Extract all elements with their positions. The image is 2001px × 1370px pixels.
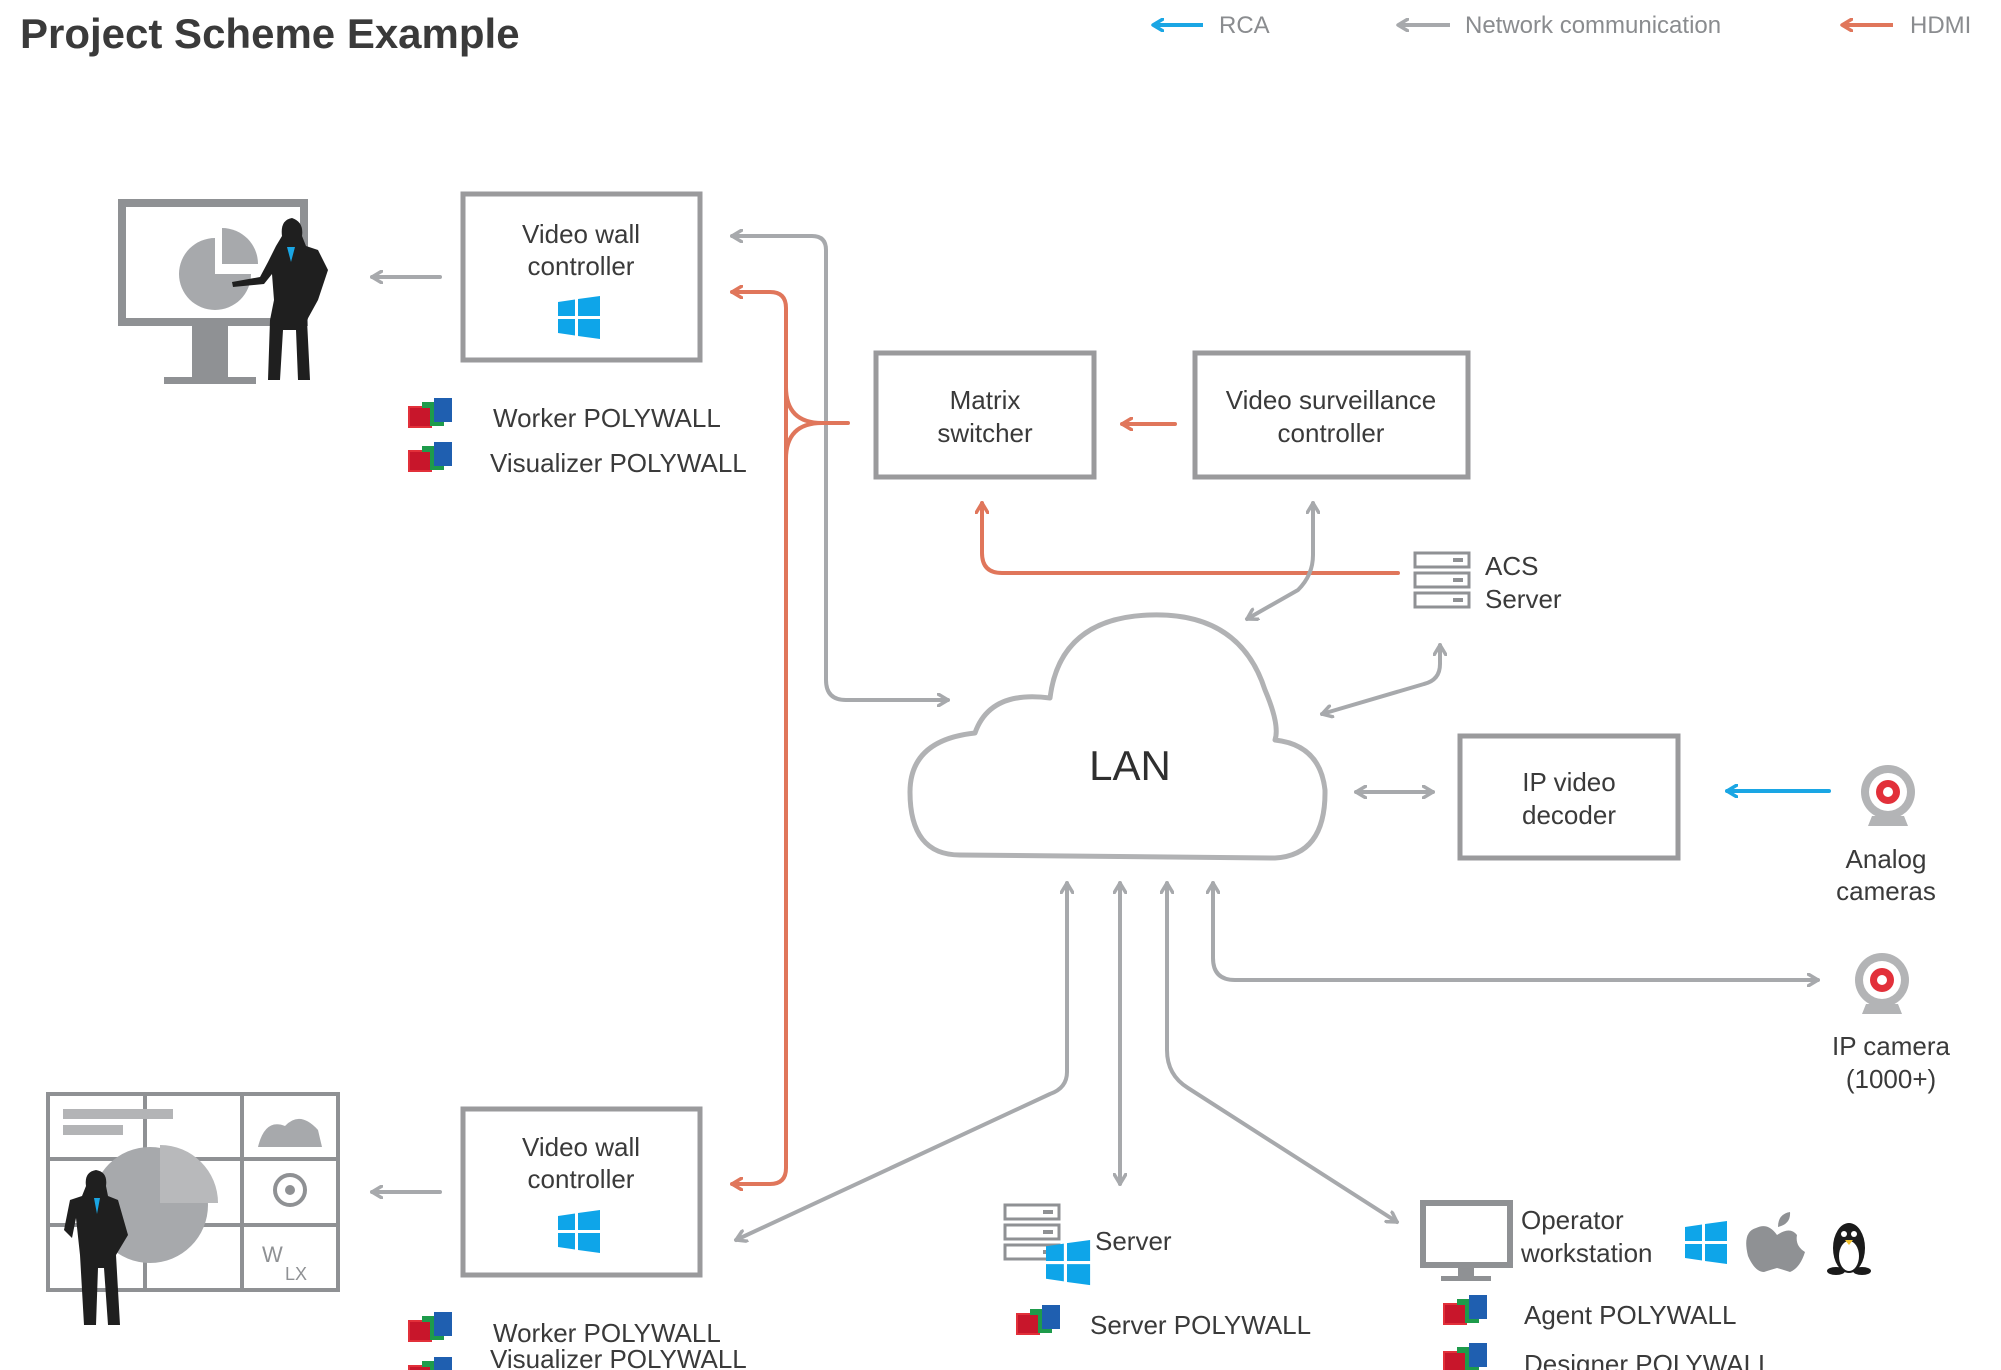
vwc-bottom-line2: controller: [528, 1164, 635, 1194]
product-item: Visualizer POLYWALL: [490, 1344, 747, 1370]
presenter-icon: [118, 199, 328, 384]
legend-hdmi-label: HDMI: [1910, 12, 1971, 39]
linux-icon: [1827, 1223, 1871, 1275]
polywall-logo-icon: [408, 398, 452, 428]
product-item: Agent POLYWALL: [1524, 1300, 1736, 1330]
ipcam-line1: IP camera: [1832, 1031, 1951, 1061]
link-hdmi-matrix: [784, 421, 850, 461]
product-item: Designer POLYWALL: [1524, 1349, 1773, 1370]
connectors: [370, 236, 1831, 1240]
operator-line1: Operator: [1521, 1205, 1624, 1235]
vwc-top-line1: Video wall: [522, 219, 640, 249]
link-acs-lan: [1320, 643, 1440, 714]
svg-text:W: W: [262, 1242, 283, 1267]
ip-video-decoder: IP video decoder: [1457, 733, 1681, 861]
product-item: Server POLYWALL: [1090, 1310, 1311, 1340]
svg-text:LX: LX: [285, 1264, 307, 1284]
video-wall-controller-top: Video wall controller: [460, 191, 703, 363]
legend-network-label: Network communication: [1465, 12, 1721, 39]
video-wall-icon: W LX: [46, 1092, 340, 1325]
products-operator: Agent POLYWALL Designer POLYWALL: [1443, 1295, 1773, 1370]
product-item: Worker POLYWALL: [493, 403, 721, 433]
acs-line2: Server: [1485, 584, 1562, 614]
polywall-logo-icon: [408, 1357, 452, 1370]
vwc-bottom-line1: Video wall: [522, 1132, 640, 1162]
operator-workstation: Operator workstation: [1420, 1200, 1871, 1281]
legend: RCA Network communication HDMI: [1153, 12, 1971, 39]
link-vwc-top-lan: [730, 236, 950, 700]
link-lan-vwc-bottom: [734, 881, 1067, 1240]
acs-server: ACS Server: [1413, 551, 1562, 614]
acs-line1: ACS: [1485, 551, 1538, 581]
ipdec-line2: decoder: [1522, 800, 1616, 830]
server-icon: [1413, 551, 1471, 609]
windows-icon: [1685, 1221, 1727, 1264]
analog-cameras: Analog cameras: [1836, 765, 1936, 906]
lan-label: LAN: [1089, 742, 1171, 789]
product-item: Worker POLYWALL: [493, 1318, 721, 1348]
products-server: Server POLYWALL: [1016, 1305, 1311, 1340]
vwc-top-line2: controller: [528, 251, 635, 281]
apple-icon: [1746, 1212, 1805, 1272]
matrix-line1: Matrix: [950, 385, 1021, 415]
products-bottom: Worker POLYWALL Visualizer POLYWALL: [408, 1312, 747, 1370]
matrix-switcher: Matrix switcher: [873, 350, 1097, 480]
page-title: Project Scheme Example: [20, 10, 520, 57]
link-acs-matrix: [982, 501, 1400, 575]
analog-line1: Analog: [1846, 844, 1927, 874]
polywall-logo-icon: [408, 1312, 452, 1342]
matrix-line2: switcher: [937, 418, 1033, 448]
link-lan-operator: [1167, 881, 1399, 1224]
video-surveillance-controller: Video surveillance controller: [1192, 350, 1471, 480]
ipcam-line2: (1000+): [1846, 1064, 1936, 1094]
server-node: Server: [1003, 1203, 1172, 1286]
legend-rca-label: RCA: [1219, 12, 1270, 39]
vsc-line1: Video surveillance: [1226, 385, 1437, 415]
analog-line2: cameras: [1836, 876, 1936, 906]
link-lan-ipcamera: [1213, 881, 1820, 980]
products-top: Worker POLYWALL Visualizer POLYWALL: [408, 398, 747, 478]
operator-line2: workstation: [1520, 1238, 1653, 1268]
polywall-logo-icon: [1016, 1305, 1060, 1335]
vsc-line2: controller: [1278, 418, 1385, 448]
camera-icon: [1855, 953, 1909, 1014]
link-vsc-lan: [1245, 501, 1313, 619]
polywall-logo-icon: [1443, 1295, 1487, 1325]
ipdec-line1: IP video: [1522, 767, 1615, 797]
monitor-icon: [1420, 1200, 1513, 1281]
lan-cloud: LAN: [907, 612, 1328, 861]
link-hdmi-trunk: [730, 292, 788, 1184]
windows-icon: [1046, 1239, 1091, 1286]
product-item: Visualizer POLYWALL: [490, 448, 747, 478]
ip-camera: IP camera (1000+): [1832, 953, 1951, 1094]
video-wall-controller-bottom: Video wall controller: [460, 1106, 703, 1278]
server-label: Server: [1095, 1226, 1172, 1256]
polywall-logo-icon: [1443, 1343, 1487, 1370]
camera-icon: [1861, 765, 1915, 826]
polywall-logo-icon: [408, 442, 452, 472]
